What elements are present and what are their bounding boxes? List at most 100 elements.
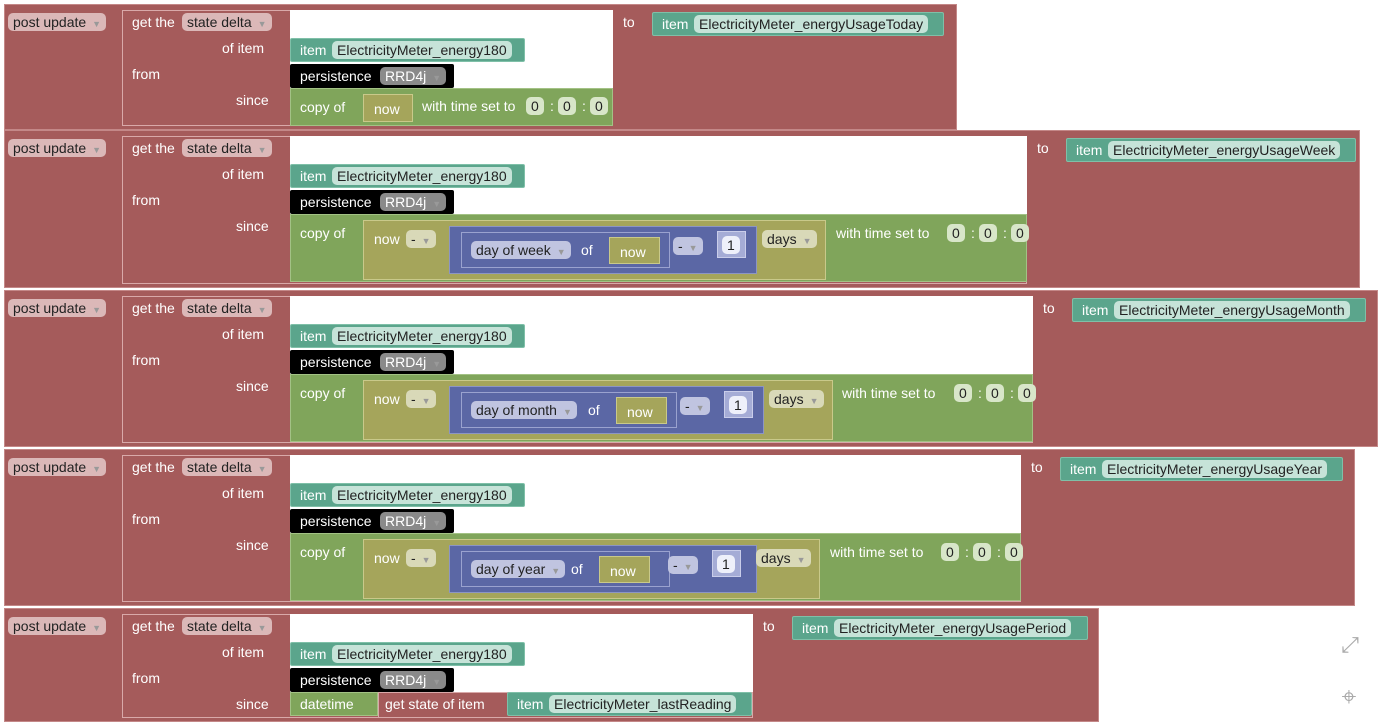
time-field[interactable]: 0 [1005,543,1023,561]
time-field-label: 0 [563,98,571,114]
date-part-block[interactable] [461,232,670,268]
days-dropdown-label: days [761,550,791,566]
state-delta-dropdown[interactable]: state delta▼ [182,13,272,31]
post-update-dropdown[interactable]: post update▼ [8,13,107,31]
persistence-label: persistence [300,513,372,529]
time-field-label: 0 [531,98,539,114]
of-item-label: of item [222,40,265,56]
time-field[interactable]: 0 [973,543,991,561]
days-dropdown[interactable]: days▼ [762,230,817,248]
time-field[interactable]: 0 [986,384,1004,402]
dropdown-arrow-icon: ▼ [432,518,442,528]
number-field[interactable]: 1 [722,236,740,254]
date-part-dropdown-label: day of year [476,561,546,577]
persistence-dropdown[interactable]: RRD4j▼ [380,353,447,371]
time-field-label: 0 [946,544,954,560]
item-name-label: ElectricityMeter_energy180 [337,168,507,184]
to-label: to [1037,140,1049,156]
post-update-dropdown[interactable]: post update▼ [8,617,107,635]
datetime-block[interactable] [290,692,378,716]
time-field[interactable]: 0 [590,97,608,115]
dropdown-arrow-icon: ▼ [257,145,267,155]
fullscreen-icon[interactable]: ⤢ [1341,632,1359,657]
days-dropdown[interactable]: days▼ [756,549,811,567]
dropdown-arrow-icon: ▼ [92,464,102,474]
persistence-label: persistence [300,68,372,84]
math-operator-dropdown[interactable]: -▼ [673,237,703,255]
item-name[interactable]: ElectricityMeter_energy180 [332,167,512,185]
date-part-dropdown[interactable]: day of year▼ [471,560,566,578]
datetime-label: datetime [300,696,354,712]
operator-dropdown[interactable]: -▼ [406,390,436,408]
date-part-dropdown[interactable]: day of week▼ [471,241,571,259]
item-name[interactable]: ElectricityMeter_energyUsageMonth [1114,301,1350,319]
date-part-block[interactable] [461,392,677,428]
item-name[interactable]: ElectricityMeter_lastReading [549,695,737,713]
colon: : [1003,225,1007,241]
time-field-label: 0 [978,544,986,560]
of-item-label: of item [222,644,265,660]
state-delta-dropdown[interactable]: state delta▼ [182,617,272,635]
persistence-dropdown[interactable]: RRD4j▼ [380,512,447,530]
persistence-dropdown[interactable]: RRD4j▼ [380,671,447,689]
item-name-label: ElectricityMeter_lastReading [554,696,732,712]
time-field[interactable]: 0 [1011,224,1029,242]
number-field[interactable]: 1 [729,396,747,414]
now-block[interactable] [616,397,667,424]
target-icon[interactable]: ⌖ [1341,681,1357,711]
to-label: to [623,14,635,30]
item-label: item [802,620,829,636]
math-operator-dropdown[interactable]: -▼ [668,556,698,574]
persistence-dropdown[interactable]: RRD4j▼ [380,67,447,85]
now-label: now [374,391,400,407]
days-dropdown[interactable]: days▼ [769,390,824,408]
state-delta-dropdown[interactable]: state delta▼ [182,458,272,476]
time-field[interactable]: 0 [947,224,965,242]
math-operator-dropdown[interactable]: -▼ [680,397,710,415]
time-field[interactable]: 0 [558,97,576,115]
math-operator-dropdown-label: - [678,238,683,254]
item-label: item [300,168,327,184]
days-dropdown-label: days [774,391,804,407]
item-name[interactable]: ElectricityMeter_energyUsagePeriod [834,619,1072,637]
date-part-dropdown-label: day of week [476,242,551,258]
now-block[interactable] [363,94,413,122]
state-delta-dropdown-label: state delta [187,618,252,634]
persistence-label: persistence [300,672,372,688]
dropdown-arrow-icon: ▼ [432,73,442,83]
time-field[interactable]: 0 [954,384,972,402]
math-operator-dropdown-label: - [673,557,678,573]
state-delta-dropdown[interactable]: state delta▼ [182,299,272,317]
number-field[interactable]: 1 [717,555,735,573]
now-block[interactable] [599,556,650,583]
from-label: from [132,192,160,208]
number-field-label: 1 [734,397,742,413]
operator-dropdown[interactable]: -▼ [406,230,436,248]
item-name[interactable]: ElectricityMeter_energyUsageWeek [1108,141,1341,159]
item-name[interactable]: ElectricityMeter_energy180 [332,486,512,504]
time-field[interactable]: 0 [1018,384,1036,402]
now-block[interactable] [609,237,660,264]
item-name[interactable]: ElectricityMeter_energy180 [332,41,512,59]
state-delta-dropdown[interactable]: state delta ▼ [182,139,272,157]
persistence-label: persistence [300,194,372,210]
time-field[interactable]: 0 [979,224,997,242]
time-field[interactable]: 0 [941,543,959,561]
date-part-dropdown[interactable]: day of month▼ [471,401,577,419]
post-update-dropdown[interactable]: post update▼ [8,458,107,476]
dropdown-arrow-icon: ▼ [562,407,572,417]
state-delta-dropdown-label: state delta [187,140,252,156]
time-field[interactable]: 0 [526,97,544,115]
post-update-dropdown[interactable]: post update▼ [8,299,107,317]
persistence-dropdown-label: RRD4j [385,354,427,370]
item-label: item [300,328,327,344]
post-update-dropdown[interactable]: post update▼ [8,139,107,157]
operator-dropdown[interactable]: -▼ [406,549,436,567]
item-name[interactable]: ElectricityMeter_energy180 [332,645,512,663]
item-name[interactable]: ElectricityMeter_energyUsageToday [694,15,929,33]
item-name[interactable]: ElectricityMeter_energyUsageYear [1102,460,1328,478]
time-field-label: 0 [1010,544,1018,560]
persistence-dropdown[interactable]: RRD4j▼ [380,193,447,211]
item-name[interactable]: ElectricityMeter_energy180 [332,327,512,345]
get-the-label: get the [132,300,175,316]
